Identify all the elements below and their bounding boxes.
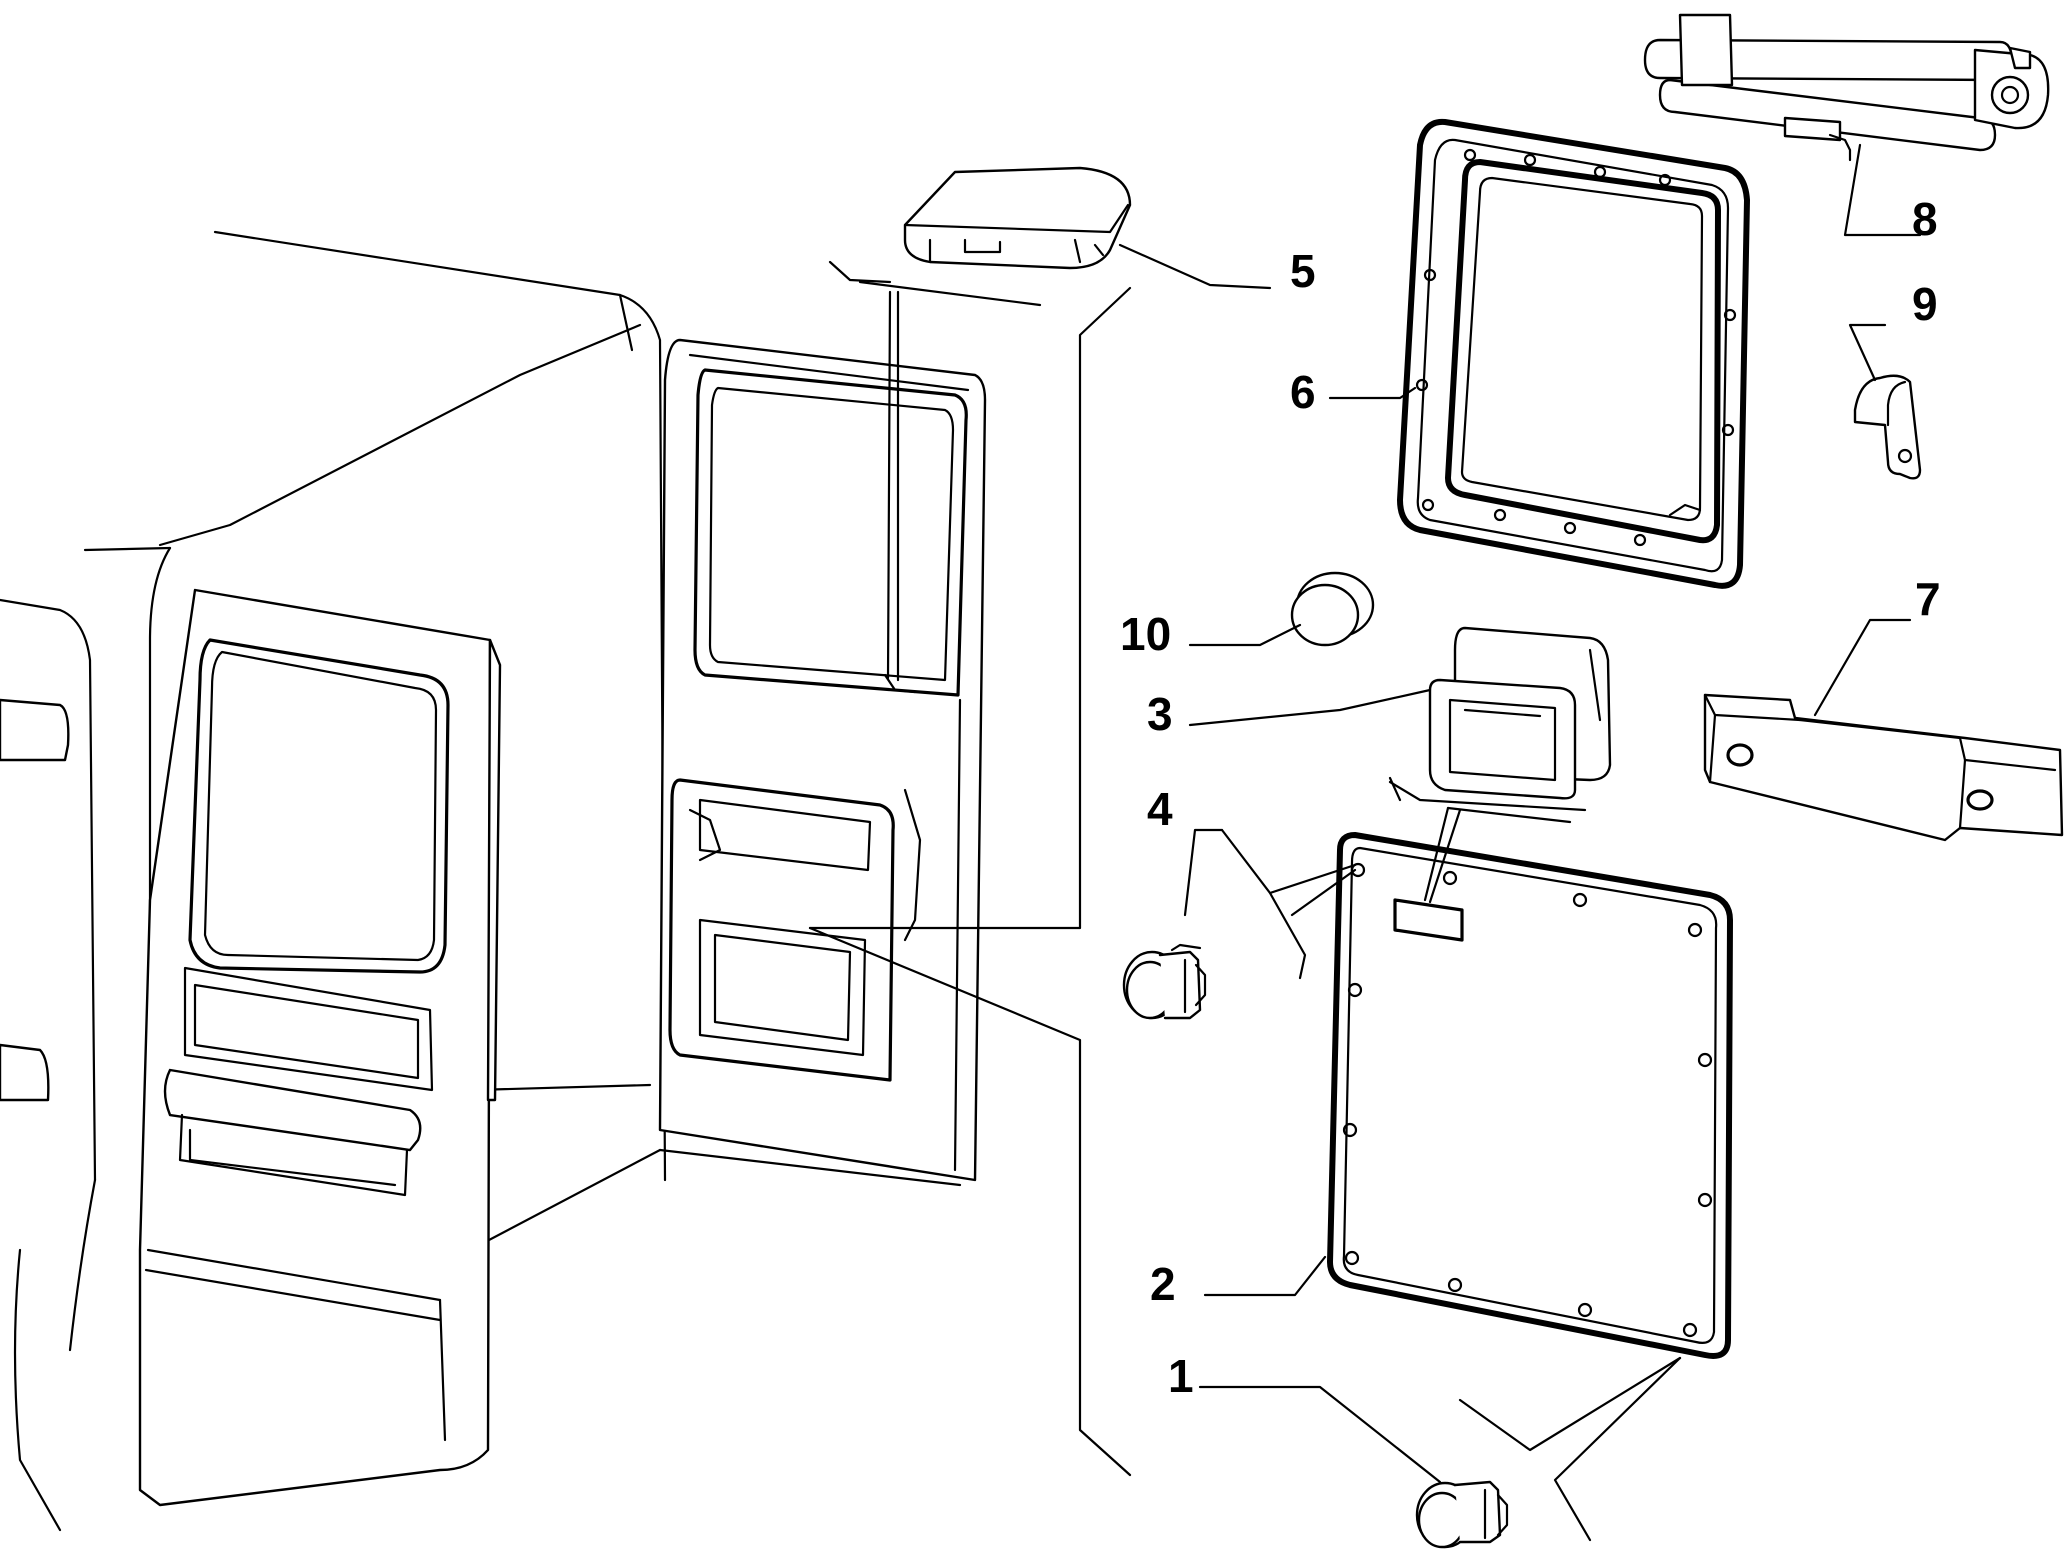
panel-holes — [1342, 862, 1713, 1338]
callout-4: 4 — [1147, 783, 1173, 835]
part-9-clip — [1848, 323, 1922, 480]
callout-8: 8 — [1912, 193, 1938, 245]
callout-6: 6 — [1290, 366, 1316, 418]
part-6-window-frame — [1328, 118, 1750, 589]
part-3-handle-housing — [1188, 626, 1612, 800]
callout-2: 2 — [1150, 1258, 1176, 1310]
leader-lines — [808, 286, 1587, 1477]
part-10-round-cap — [1188, 571, 1375, 647]
part-4-push-rivet — [1122, 828, 1357, 1020]
callout-10: 10 — [1120, 608, 1171, 660]
part-2-door-panel — [1203, 776, 1733, 1542]
callout-9: 9 — [1912, 278, 1938, 330]
part-7-pull-handle — [1703, 618, 2064, 842]
frame-holes — [1415, 148, 1737, 547]
callout-labels: 1 2 3 4 5 6 7 8 9 10 — [1120, 193, 1941, 1402]
callout-7: 7 — [1915, 573, 1941, 625]
part-5-cap — [903, 166, 1272, 290]
part-1-push-rivet — [1198, 1385, 1509, 1549]
callout-3: 3 — [1147, 688, 1173, 740]
callout-1: 1 — [1168, 1350, 1194, 1402]
part-8-hinge — [1643, 13, 2050, 237]
van-rear-view — [0, 230, 1042, 1532]
callout-5: 5 — [1290, 245, 1316, 297]
